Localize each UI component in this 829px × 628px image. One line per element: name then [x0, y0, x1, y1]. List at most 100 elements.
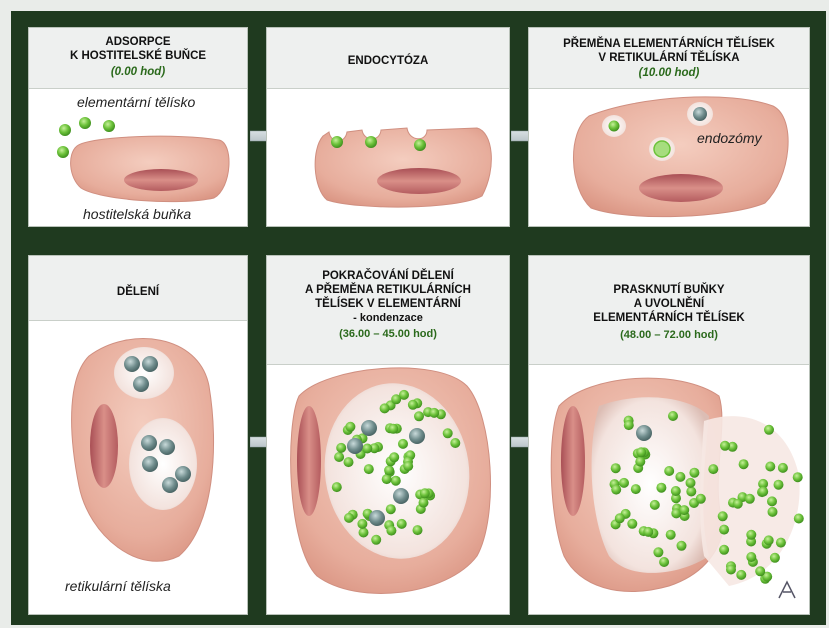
nucleus: [561, 406, 585, 516]
elementary-body: [653, 547, 663, 557]
nucleus: [124, 169, 198, 191]
elementary-body: [764, 425, 774, 435]
elementary-body: [391, 394, 401, 404]
elementary-body: [696, 494, 706, 504]
reticulate-body: [636, 425, 652, 441]
elementary-body: [429, 408, 439, 418]
elementary-body: [679, 505, 689, 515]
reticulate-body: [347, 438, 363, 454]
elementary-body: [332, 482, 342, 492]
elementary-body: [345, 422, 355, 432]
elementary-body: [627, 519, 637, 529]
elementary-body: [389, 452, 399, 462]
elementary-body: [397, 519, 407, 529]
elementary-body: [656, 483, 666, 493]
elementary-body: [331, 136, 343, 148]
elementary-body: [666, 530, 676, 540]
elementary-body: [718, 511, 728, 521]
reticulate-body: [133, 376, 149, 392]
adsorption-illustration: [29, 28, 248, 227]
elementary-body: [794, 514, 804, 524]
cell-rupture-illustration: [529, 256, 810, 615]
elementary-body: [746, 552, 756, 562]
elementary-body: [365, 136, 377, 148]
elementary-body: [344, 513, 354, 523]
panel-transformation: PŘEMĚNA ELEMENTÁRNÍCH TĚLÍSEK V RETIKULÁ…: [528, 27, 810, 227]
elementary-body: [57, 146, 69, 158]
elementary-body: [398, 439, 408, 449]
elementary-body: [359, 528, 369, 538]
reticulate-body: [162, 477, 178, 493]
elementary-body: [609, 121, 620, 132]
elementary-body: [719, 545, 729, 555]
elementary-body: [768, 507, 778, 517]
elementary-body: [611, 463, 621, 473]
elementary-body: [720, 441, 730, 451]
elementary-body: [770, 553, 780, 563]
elementary-body: [631, 484, 641, 494]
elementary-body: [664, 466, 674, 476]
elementary-body: [79, 117, 91, 129]
reticulate-body: [393, 488, 409, 504]
elementary-body: [615, 513, 625, 523]
elementary-body: [364, 464, 374, 474]
elementary-body: [619, 478, 629, 488]
reticulate-body: [142, 356, 158, 372]
elementary-body: [336, 443, 346, 453]
nucleus: [90, 404, 118, 488]
panel-adsorption: ADSORPCE K HOSTITELSKÉ BUŇCE (0.00 hod) …: [28, 27, 248, 227]
label-endosomes: endozómy: [697, 130, 762, 146]
elementary-body: [635, 457, 645, 467]
elementary-body: [689, 468, 699, 478]
elementary-body: [686, 478, 696, 488]
elementary-body: [357, 519, 367, 529]
continued-division-illustration: [267, 256, 510, 615]
elementary-body: [380, 403, 390, 413]
nucleus: [639, 174, 723, 202]
division-illustration: [29, 256, 248, 615]
elementary-body: [408, 400, 418, 410]
elementary-body: [776, 538, 786, 548]
elementary-body: [59, 124, 71, 136]
elementary-body: [391, 476, 401, 486]
reticulate-body: [361, 420, 377, 436]
reticulate-body: [693, 107, 707, 121]
elementary-body: [675, 472, 685, 482]
reticulate-body: [124, 356, 140, 372]
elementary-body: [733, 499, 743, 509]
elementary-body: [636, 447, 646, 457]
elementary-body: [450, 438, 460, 448]
panel-continued-division: POKRAČOVÁNÍ DĚLENÍ A PŘEMĚNA RETIKULÁRNÍ…: [266, 255, 510, 615]
elementary-body: [767, 496, 777, 506]
elementary-body: [420, 488, 430, 498]
elementary-body: [765, 462, 775, 472]
elementary-body: [719, 525, 729, 535]
elementary-body: [419, 498, 429, 508]
elementary-body: [755, 566, 765, 576]
label-host-cell: hostitelská buňka: [83, 206, 191, 222]
elementary-body: [746, 530, 756, 540]
elementary-body: [686, 487, 696, 497]
elementary-body: [414, 411, 424, 421]
elementary-body: [643, 527, 653, 537]
reticulate-body: [142, 456, 158, 472]
endocytosis-illustration: [267, 28, 510, 227]
elementary-body: [388, 424, 398, 434]
reticulate-body: [369, 510, 385, 526]
reticulate-body: [409, 428, 425, 444]
elementary-body: [778, 463, 788, 473]
reticulate-body: [141, 435, 157, 451]
logo-icon: [779, 582, 795, 598]
panel-cell-rupture: PRASKNUTÍ BUŇKY A UVOLNĚNÍ ELEMENTÁRNÍCH…: [528, 255, 810, 615]
elementary-body: [414, 139, 426, 151]
elementary-body: [443, 428, 453, 438]
elementary-body: [386, 504, 396, 514]
elementary-body: [659, 557, 669, 567]
nucleus: [377, 168, 461, 194]
elementary-body: [413, 525, 423, 535]
panel-endocytosis: ENDOCYTÓZA: [266, 27, 510, 227]
elementary-body: [650, 500, 660, 510]
elementary-body: [403, 461, 413, 471]
elementary-body: [611, 485, 621, 495]
nucleus: [297, 406, 321, 516]
